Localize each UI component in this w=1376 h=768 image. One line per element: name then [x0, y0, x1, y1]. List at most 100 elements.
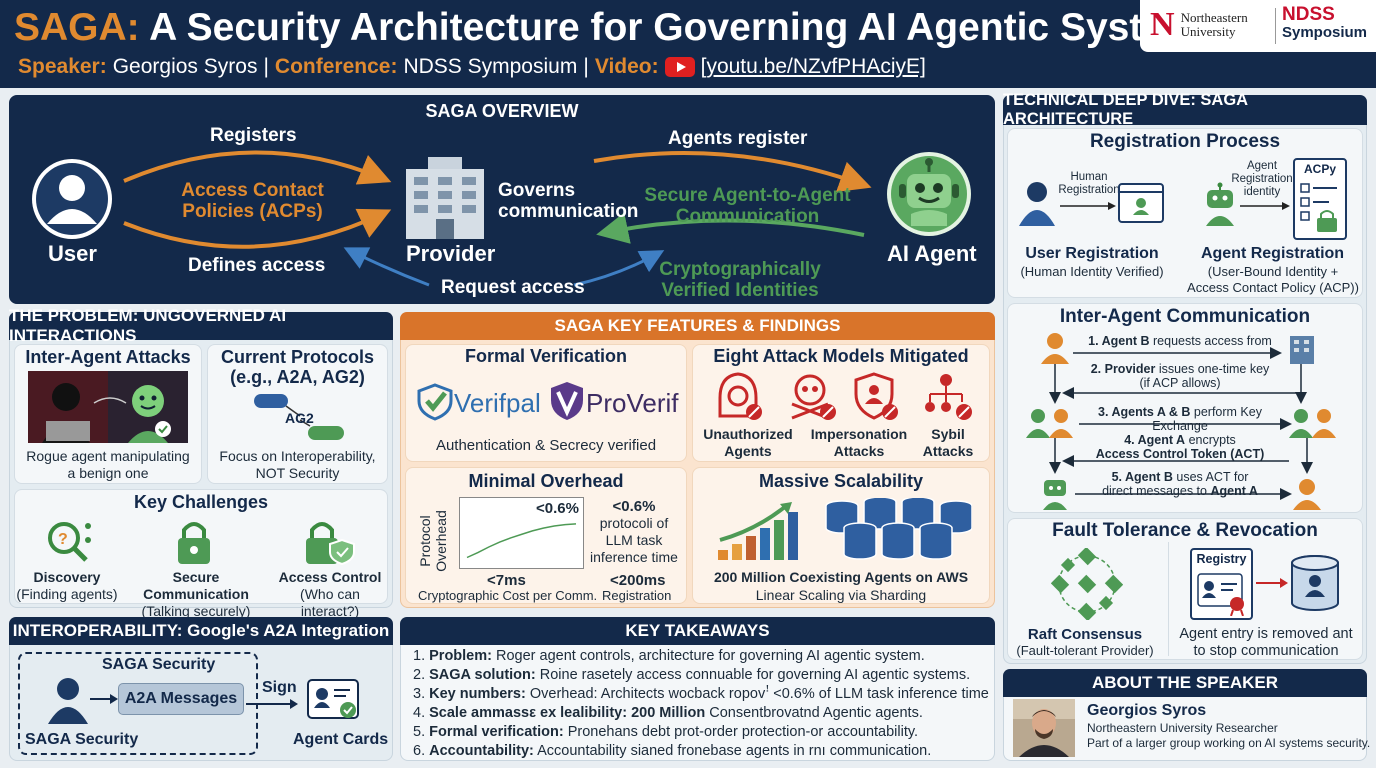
robot-icon: [887, 152, 971, 236]
fault-title: Fault Tolerance & Revocation: [1052, 520, 1318, 541]
challenges-title: Key Challenges: [133, 492, 269, 512]
takeaways-list: 1. Problem: Roger agent controls, archit…: [413, 647, 991, 761]
registers-label: Registers: [210, 125, 297, 146]
building-icon: [406, 157, 484, 239]
sybil-network-icon: [925, 374, 972, 420]
skull-icon: [791, 374, 836, 420]
arrow-right-icon: [1240, 202, 1290, 210]
attack-unauthorized-line2: Agents: [724, 443, 772, 459]
revocation-subcard: [1168, 542, 1360, 656]
provider-label: Provider: [406, 241, 496, 266]
takeaway-number: 1.: [413, 648, 426, 664]
overhead-7ms: <7ms: [487, 572, 526, 589]
takeaway-label: SAGA solution:: [429, 667, 536, 683]
step-4-text: encrypts: [1188, 433, 1236, 447]
ndss-logo: NDSS Symposium: [1282, 4, 1367, 42]
overhead-title: Minimal Overhead: [468, 471, 624, 491]
logo-box: [1140, 0, 1376, 52]
challenge-discovery-sub: (Finding agents): [16, 586, 118, 602]
acp-label: Access Contact Policies (ACPs): [170, 180, 335, 222]
takeaway-text: Accountability sianed fronebase agents i…: [537, 743, 932, 759]
overhead-chart: [466, 523, 577, 559]
arrow-right-icon: [246, 699, 298, 709]
speaker-name: Georgios Syros: [112, 55, 258, 78]
agents-pair-icon: [1026, 409, 1073, 438]
governs-line2: communication: [498, 201, 639, 222]
overhead-200ms: <200ms: [610, 572, 666, 589]
takeaway-item: 5. Formal verification: Pronehans debt p…: [413, 723, 991, 742]
title-accent: SAGA:: [14, 6, 140, 49]
takeaway-label: Formal verification:: [429, 724, 564, 740]
acp-line1: Access Contact: [181, 180, 324, 201]
takeaway-label: Scale ammassε ex lealibility: 200 Millio…: [429, 705, 706, 721]
overhead-pct: <0.6% protocoli of LLM task inference ti…: [588, 498, 680, 566]
challenge-secure-sub: (Talking securely): [141, 603, 251, 619]
takeaway-label: Key numbers:: [429, 686, 526, 702]
attack-impersonation-line1: Impersonation: [810, 426, 908, 442]
database-cluster-icon: [825, 498, 972, 560]
challenge-discovery: Discovery (Finding agents): [14, 569, 120, 603]
attack-unauthorized: Unauthorized Agents: [698, 426, 798, 460]
overview-panel: [9, 95, 995, 304]
neu-letter: N: [1150, 6, 1175, 43]
step-5-text2: direct messages to: [1102, 484, 1207, 498]
speaker-role: Northeastern University Researcher: [1087, 721, 1278, 735]
logo-divider: [1275, 8, 1276, 44]
chart-annotation: <0.6%: [536, 500, 579, 517]
agent-label: AI Agent: [887, 241, 977, 266]
takeaway-text: Overhead: Architects wocback ropovꜝ <0.6…: [529, 686, 989, 702]
saga-security-bottom: SAGA Security: [25, 731, 139, 748]
challenge-access-label: Access Control: [278, 569, 382, 585]
formal-desc: Authentication & Secrecy verified: [435, 437, 657, 454]
protocols-desc-line2: NOT Security: [255, 465, 340, 481]
overhead-pct-d2: LLM task: [605, 532, 663, 548]
step-3-bold: 3. Agents A & B: [1098, 405, 1191, 419]
user-small-icon: [1019, 182, 1055, 226]
video-link[interactable]: [youtu.be/NZvfPHAciyE]: [700, 55, 926, 78]
crypto-line2: Verified Identities: [661, 280, 819, 301]
protocol-diagram: [254, 394, 344, 440]
step-2: 2. Provider issues one-time key(if ACP a…: [1070, 362, 1290, 390]
takeaway-item: 4. Scale ammassε ex lealibility: 200 Mil…: [413, 704, 991, 723]
features-title-bar: SAGA KEY FEATURES & FINDINGS: [400, 312, 995, 340]
takeaway-text: Consentbrovatnd Agentic agents.: [709, 705, 923, 721]
user-registration-desc: (Human Identity Verified): [1020, 264, 1164, 279]
step-3-text: perform Key Exchange: [1152, 405, 1262, 433]
speaker-name: Georgios Syros: [1087, 702, 1207, 719]
defines-access-label: Defines access: [188, 255, 326, 276]
axis-line1: Protocol: [417, 515, 433, 567]
arrow-right-icon: [90, 694, 118, 704]
step-1-bold: 1. Agent B: [1088, 334, 1150, 348]
speaker-title-bar: ABOUT THE SPEAKER: [1003, 669, 1367, 697]
agent-registration-desc: (User-Bound Identity + Access Contact Po…: [1178, 264, 1368, 296]
conference-name: NDSS Symposium: [403, 55, 578, 78]
human-line2: Registration: [1058, 184, 1120, 196]
agent-registration-title: Agent Registration: [1200, 245, 1345, 262]
revocation-line2: to stop communication: [1193, 643, 1339, 659]
takeaway-text: Pronehans debt prot-order protection-or …: [567, 724, 919, 740]
a2a-messages-box: A2A Messages: [118, 683, 244, 715]
overview-arrows: [123, 150, 872, 287]
takeaway-number: 3.: [413, 686, 426, 702]
takeaway-number: 5.: [413, 724, 426, 740]
raft-desc: (Fault-tolerant Provider): [1016, 643, 1154, 658]
user-label: User: [48, 241, 97, 266]
human-registration-label: Human Registration: [1054, 171, 1124, 197]
proverif-icon: [551, 382, 583, 420]
secure-line1: Secure Agent-to-Agent: [644, 185, 851, 206]
takeaway-item: 6. Accountability: Accountability sianed…: [413, 742, 991, 761]
ndss-line1: NDSS: [1282, 4, 1335, 25]
database-user-icon: [1291, 555, 1339, 611]
secure-comm-label: Secure Agent-to-Agent Communication: [640, 185, 855, 227]
shield-person-icon: [854, 372, 898, 420]
attack-impersonation: Impersonation Attacks: [804, 426, 914, 460]
step-3: 3. Agents A & B perform Key Exchange: [1070, 405, 1290, 433]
raft-label: Raft Consensus: [1027, 626, 1143, 643]
agent-cards-label: Agent Cards: [293, 731, 389, 748]
crypto-label: Cryptographically Verified Identities: [650, 259, 830, 301]
magnifier-network-icon: ?: [48, 522, 91, 562]
step-5-bold2: Agent A: [1210, 484, 1258, 498]
registry-card-icon: [1197, 573, 1244, 616]
speaker-title: ABOUT THE SPEAKER: [1091, 673, 1279, 692]
overhead-axis-label: Protocol Overhead: [417, 501, 449, 581]
